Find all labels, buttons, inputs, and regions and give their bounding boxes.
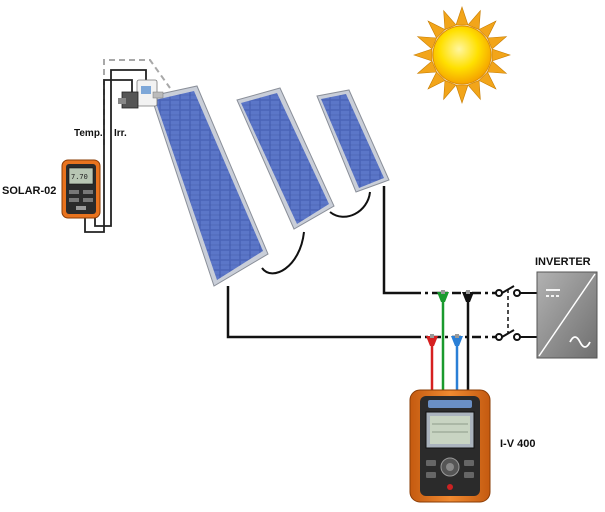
- iv400-tester: [409, 389, 491, 503]
- clip-red: [426, 334, 438, 346]
- solar-meter-reading: 7.70: [71, 173, 88, 181]
- tester-label: I-V 400: [500, 438, 535, 450]
- positive-line: [382, 186, 412, 295]
- clip-black: [462, 290, 474, 302]
- negative-line: [226, 286, 412, 339]
- irr-cable: [94, 69, 147, 227]
- sun-icon: [413, 6, 511, 104]
- irr-label: Irr.: [114, 128, 127, 139]
- solar-meter-label: SOLAR-02: [2, 185, 56, 197]
- temp-label: Temp.: [74, 128, 103, 139]
- clip-green: [437, 290, 449, 302]
- inverter-label: INVERTER: [535, 256, 591, 268]
- string-wire-1-2: [261, 231, 305, 275]
- string-wire-2-3: [329, 191, 371, 218]
- solar-panel-3: [316, 89, 390, 193]
- clip-blue: [451, 334, 463, 346]
- temp-cable: [84, 79, 133, 233]
- dc-disconnect-switch: [495, 285, 537, 341]
- inverter-box: [536, 271, 598, 359]
- temperature-sensor: [118, 91, 139, 109]
- solar-panel-2: [236, 87, 335, 230]
- solar-panel-1: [150, 85, 269, 287]
- irradiance-sensor: [136, 79, 164, 107]
- solar02-meter: 7.70: [61, 159, 101, 219]
